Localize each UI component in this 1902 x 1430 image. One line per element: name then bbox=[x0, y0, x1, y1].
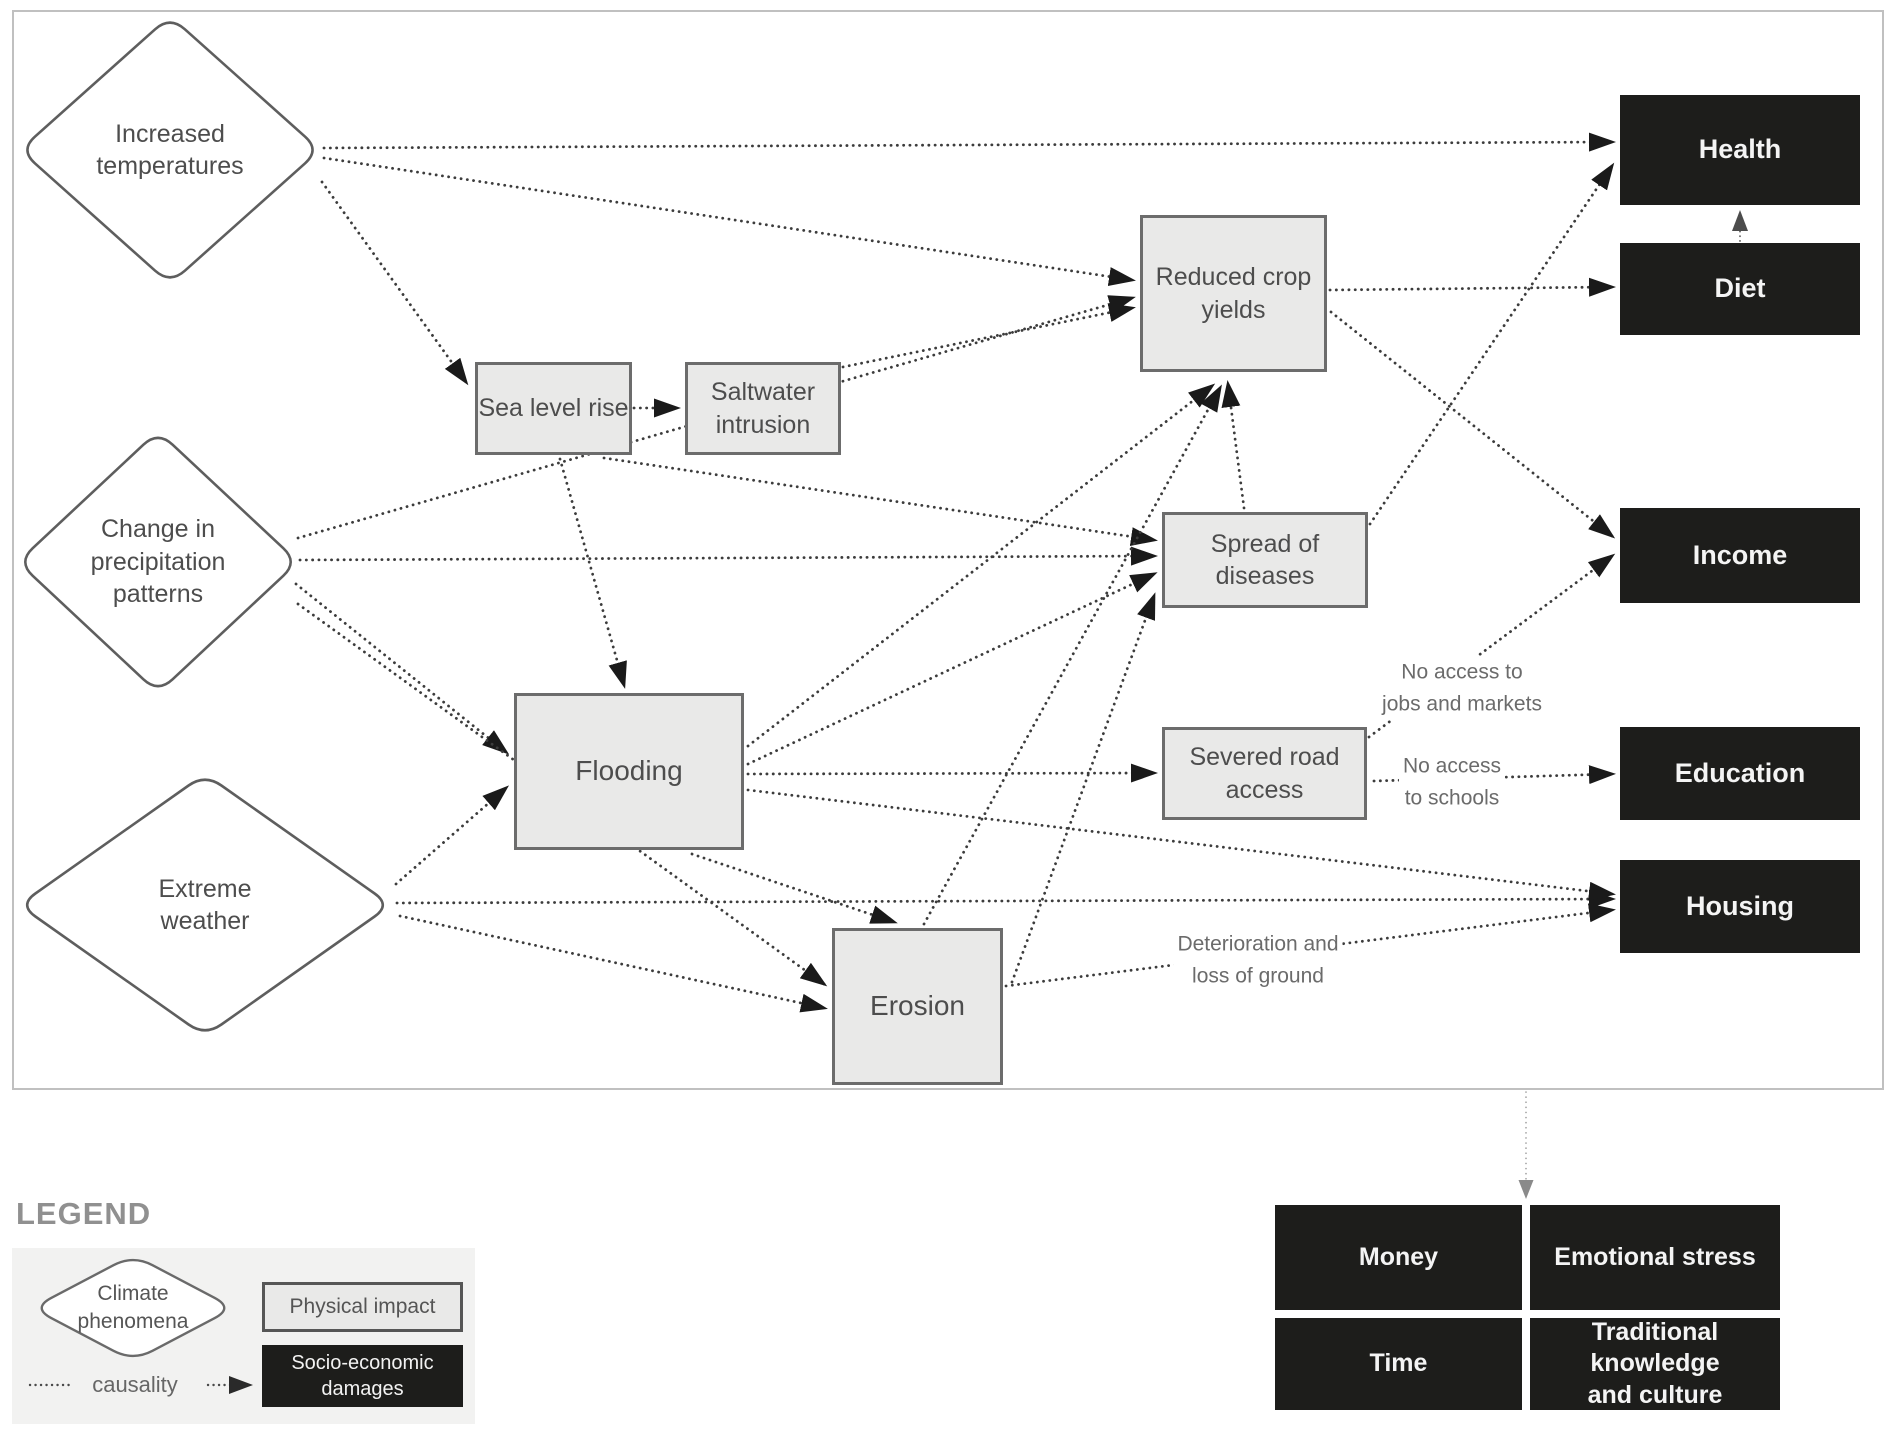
edge-precipitation-patterns-to-flooding bbox=[294, 582, 510, 755]
edge-reduced-crop-yields-to-income bbox=[1329, 310, 1616, 539]
edge-flooding-to-severed-road-access bbox=[746, 763, 1158, 783]
node-severed-road-access: Severed road access bbox=[1162, 727, 1367, 820]
diamond-shape-icon bbox=[25, 778, 385, 1032]
edge-precipitation-patterns-to-spread-of-diseases bbox=[298, 546, 1158, 566]
edge-reduced-crop-yields-to-diet bbox=[1328, 277, 1616, 297]
edge-erosion-to-housing bbox=[1004, 903, 1616, 988]
node-saltwater-intrusion: Saltwater intrusion bbox=[685, 362, 841, 455]
edge-label-deterioration-loss-ground: Deterioration and loss of ground bbox=[1173, 927, 1343, 993]
edge-erosion-to-spread-of-diseases bbox=[1010, 592, 1156, 984]
legend-socio-economic-damages-symbol: Socio-economic damages bbox=[262, 1345, 463, 1407]
legend-physical-impact-symbol: Physical impact bbox=[262, 1282, 463, 1332]
edge-spread-of-diseases-to-reduced-crop-yields bbox=[1221, 380, 1246, 510]
edge-sea-level-rise-to-flooding bbox=[558, 457, 627, 689]
node-spread-of-diseases: Spread of diseases bbox=[1162, 512, 1368, 608]
edge-flooding-to-housing bbox=[746, 788, 1616, 901]
node-housing: Housing bbox=[1620, 860, 1860, 953]
node-increased-temperatures: Increased temperatures bbox=[18, 14, 322, 286]
node-flooding: Flooding bbox=[514, 693, 744, 850]
edge-precipitation-patterns-to-erosion bbox=[296, 602, 828, 987]
legend-causality-arrow-icon bbox=[28, 1376, 253, 1394]
edge-spread-of-diseases-to-health bbox=[1368, 162, 1615, 526]
node-income: Income bbox=[1620, 508, 1860, 603]
node-money: Money bbox=[1275, 1205, 1522, 1310]
node-diet: Diet bbox=[1620, 243, 1860, 335]
edge-label-no-access-schools: No access to schools bbox=[1398, 749, 1506, 815]
edge-sea-level-rise-to-spread-of-diseases bbox=[602, 456, 1158, 547]
legend-title: LEGEND bbox=[16, 1196, 152, 1231]
legend-causality-label: causality bbox=[92, 1372, 178, 1397]
legend-causality-entry: causality bbox=[28, 1368, 253, 1402]
edge-saltwater-intrusion-to-reduced-crop-yields bbox=[841, 303, 1136, 369]
edge-label-no-access-jobs-markets: No access to jobs and markets bbox=[1378, 655, 1546, 721]
node-precipitation-patterns: Change in precipitation patterns bbox=[16, 429, 300, 695]
node-time: Time bbox=[1275, 1318, 1522, 1410]
node-health: Health bbox=[1620, 95, 1860, 205]
node-reduced-crop-yields: Reduced crop yields bbox=[1140, 215, 1327, 372]
edge-extreme-weather-to-erosion bbox=[398, 914, 828, 1013]
node-erosion: Erosion bbox=[832, 928, 1003, 1085]
legend-climate-phenomena-label: Climate phenomena bbox=[77, 1281, 189, 1333]
legend-diamond-icon bbox=[40, 1258, 226, 1358]
edge-erosion-to-reduced-crop-yields bbox=[922, 384, 1222, 926]
node-traditional-knowledge: Traditional knowledge and culture bbox=[1530, 1318, 1780, 1410]
edge-increased-temperatures-to-sea-level-rise bbox=[320, 180, 469, 386]
diamond-shape-icon bbox=[24, 436, 292, 688]
legend-climate-phenomena-symbol: Climate phenomena bbox=[30, 1253, 236, 1363]
node-extreme-weather: Extreme weather bbox=[17, 772, 393, 1038]
diamond-shape-icon bbox=[26, 21, 314, 279]
node-education: Education bbox=[1620, 727, 1860, 820]
diagram-frame bbox=[12, 10, 1884, 1090]
edge-extreme-weather-to-housing bbox=[395, 889, 1616, 909]
edge-flooding-to-erosion bbox=[690, 852, 898, 924]
node-sea-level-rise: Sea level rise bbox=[475, 362, 632, 455]
edge-extreme-weather-to-flooding bbox=[394, 785, 510, 886]
edge-increased-temperatures-to-health bbox=[322, 132, 1616, 152]
edge-increased-temperatures-to-reduced-crop-yields bbox=[322, 156, 1136, 286]
edge-flooding-to-spread-of-diseases bbox=[746, 572, 1158, 766]
node-emotional-stress: Emotional stress bbox=[1530, 1205, 1780, 1310]
